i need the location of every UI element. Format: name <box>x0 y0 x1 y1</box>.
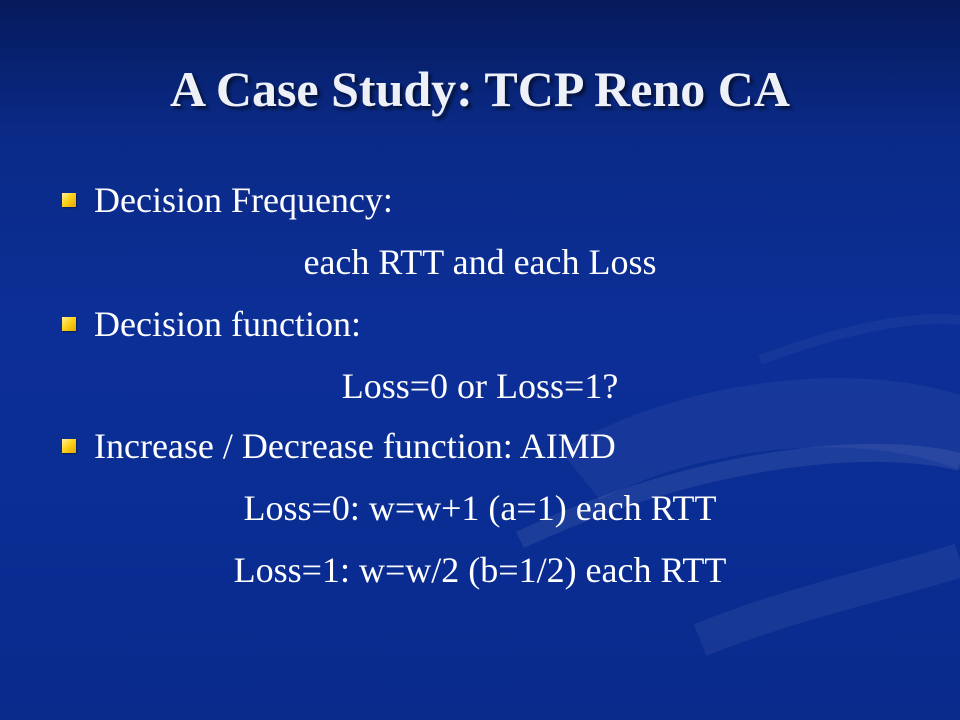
square-bullet-icon <box>62 317 76 331</box>
decision-function-detail: Loss=0 or Loss=1? <box>341 366 619 406</box>
bullet-decision-function: Decision function: <box>62 302 942 346</box>
square-bullet-icon <box>62 193 76 207</box>
bullet-increase-decrease-function: Increase / Decrease function: AIMD <box>62 424 942 468</box>
decision-frequency-detail: each RTT and each Loss <box>303 242 657 282</box>
bullet-label: Increase / Decrease function: AIMD <box>94 426 616 466</box>
aimd-loss-one-rule: Loss=1: w=w/2 (b=1/2) each RTT <box>233 550 727 590</box>
square-bullet-icon <box>62 439 76 453</box>
bullet-decision-frequency: Decision Frequency: <box>62 178 942 222</box>
aimd-loss-zero-rule: Loss=0: w=w+1 (a=1) each RTT <box>243 488 717 528</box>
slide-title: A Case Study: TCP Reno CA <box>170 61 790 117</box>
bullet-label: Decision Frequency: <box>94 180 393 220</box>
bullet-label: Decision function: <box>94 304 361 344</box>
